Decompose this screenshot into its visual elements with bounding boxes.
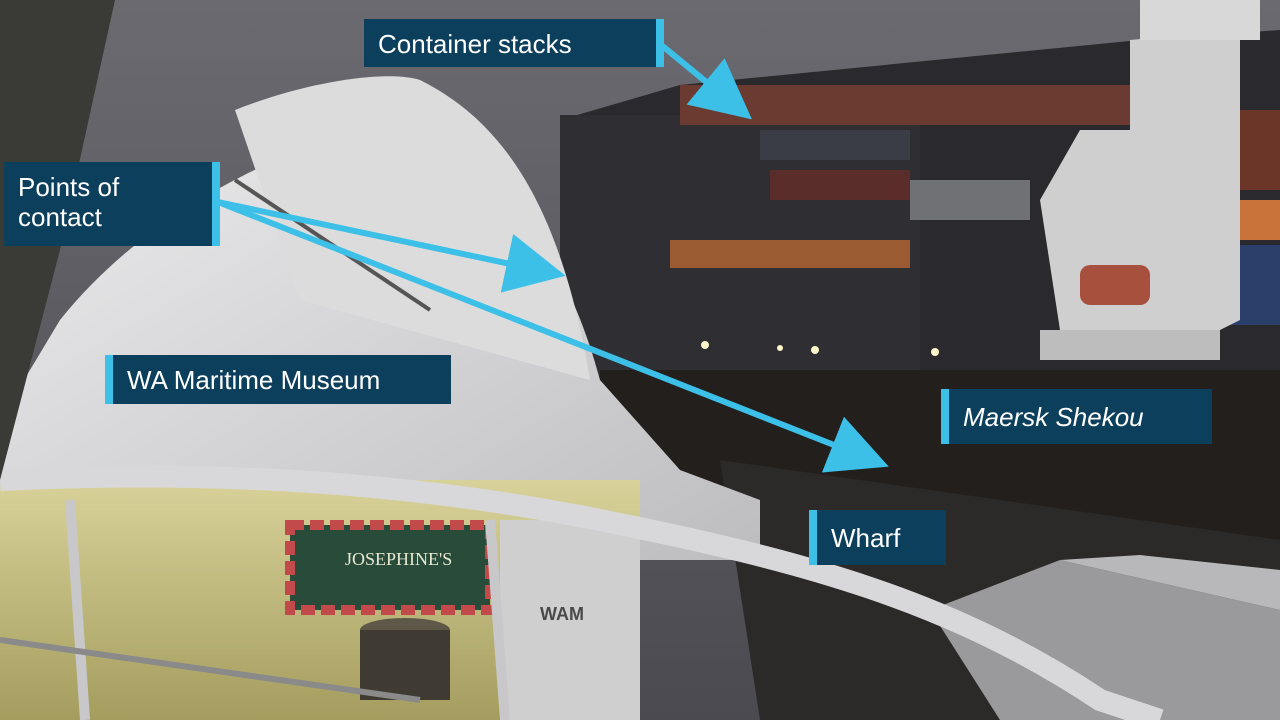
josephines-sign: JOSEPHINE'S	[345, 549, 452, 569]
label-wharf-text: Wharf	[831, 523, 901, 553]
label-points-of-contact-line2: contact	[18, 202, 102, 232]
annotation-arrows	[216, 41, 889, 473]
label-wa-maritime-museum: WA Maritime Museum	[105, 355, 451, 404]
label-museum-text: WA Maritime Museum	[127, 365, 381, 395]
label-container-stacks: Container stacks	[364, 19, 664, 67]
label-maersk-shekou: Maersk Shekou	[941, 389, 1212, 444]
container-ship	[560, 0, 1280, 560]
label-ship-text: Maersk Shekou	[963, 402, 1144, 432]
label-points-of-contact: Points of contact	[4, 162, 220, 246]
balcony-railing	[0, 465, 1164, 720]
label-wharf: Wharf	[809, 510, 946, 565]
label-points-of-contact-line1: Points of	[18, 172, 120, 202]
label-container-stacks-text: Container stacks	[378, 29, 572, 59]
wam-logo: WAM	[540, 604, 584, 624]
